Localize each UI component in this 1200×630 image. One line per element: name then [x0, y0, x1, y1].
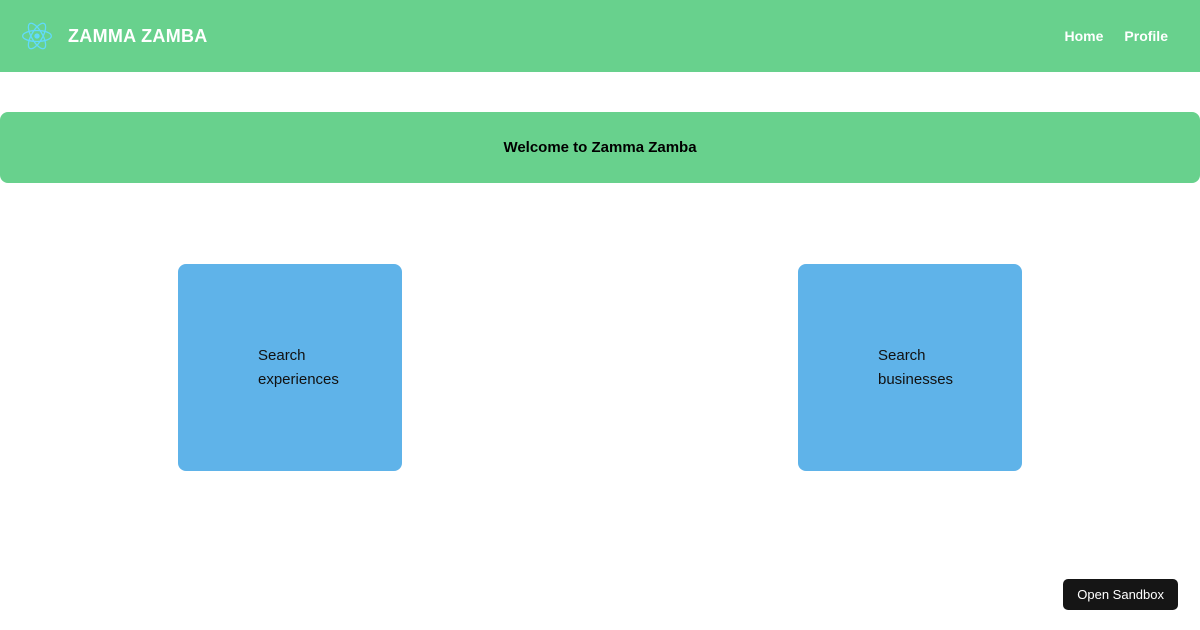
main-navigation: Home Profile: [1065, 28, 1184, 44]
brand[interactable]: ZAMMA ZAMBA: [22, 21, 208, 51]
search-cards-row: Search experiences Search businesses: [0, 264, 1200, 471]
site-header: ZAMMA ZAMBA Home Profile: [0, 0, 1200, 72]
search-experiences-card[interactable]: Search experiences: [178, 264, 402, 471]
nav-link-profile[interactable]: Profile: [1124, 28, 1168, 44]
search-businesses-label: Search businesses: [878, 346, 954, 388]
page-title: Welcome to Zamma Zamba: [503, 139, 697, 156]
search-businesses-card[interactable]: Search businesses: [798, 264, 1022, 471]
search-experiences-label: Search experiences: [258, 346, 339, 388]
nav-link-home[interactable]: Home: [1064, 28, 1104, 44]
welcome-banner: Welcome to Zamma Zamba: [0, 112, 1200, 183]
brand-title: ZAMMA ZAMBA: [68, 25, 208, 46]
banner-container: Welcome to Zamma Zamba: [0, 72, 1200, 183]
react-atom-icon: [22, 22, 52, 50]
open-sandbox-button[interactable]: Open Sandbox: [1063, 579, 1178, 610]
